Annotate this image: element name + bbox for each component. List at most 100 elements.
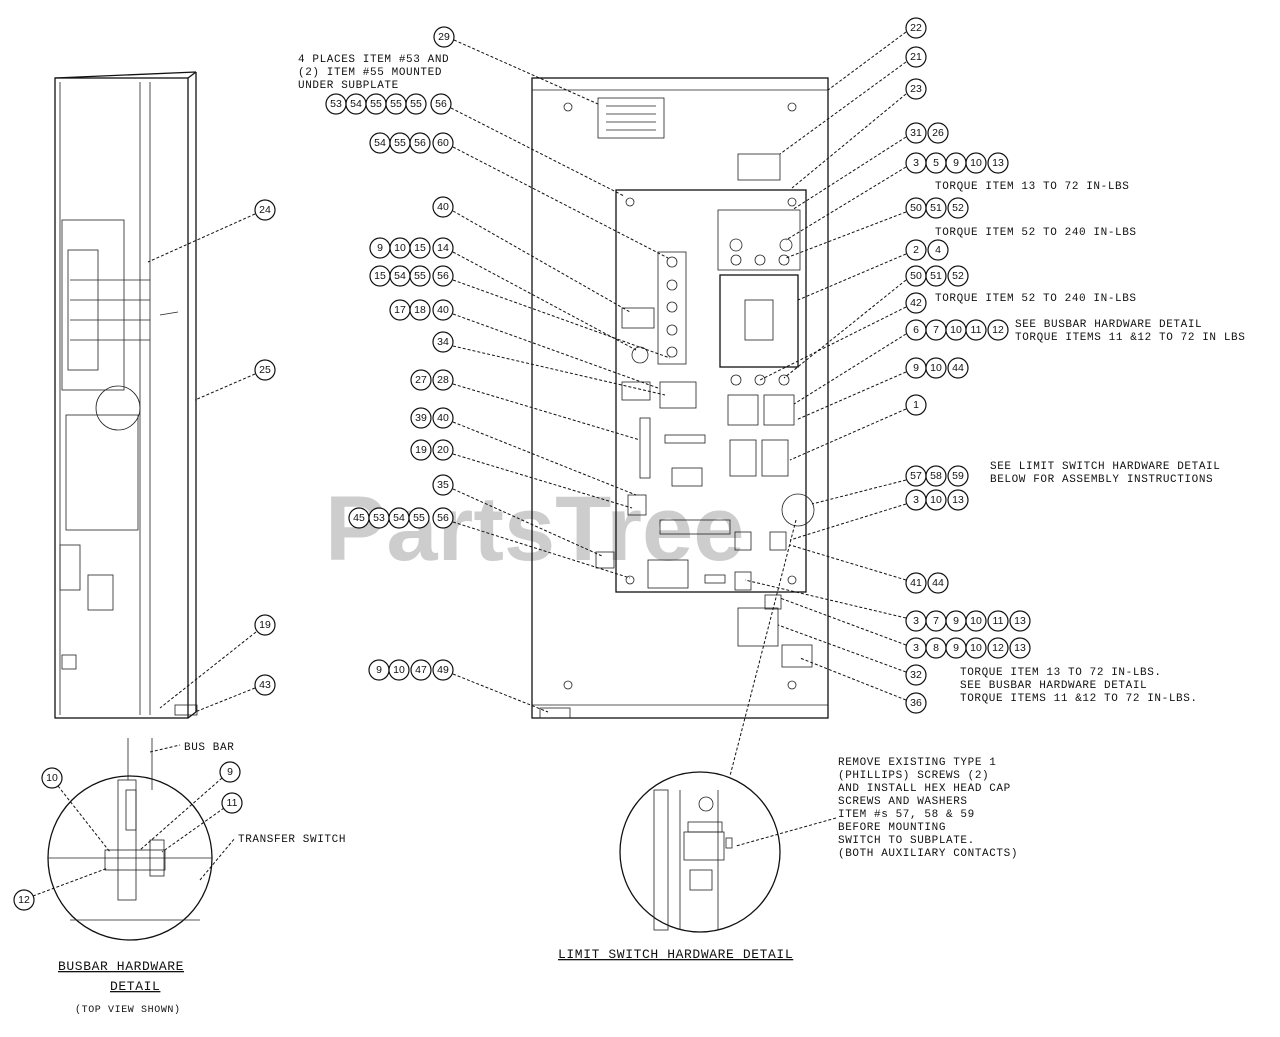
callout-row-50-52-b[interactable]: 50 51 52 xyxy=(905,265,969,287)
svg-text:17: 17 xyxy=(394,304,406,316)
svg-text:12: 12 xyxy=(18,894,30,906)
limit-switch-detail-title: LIMIT SWITCH HARDWARE DETAIL xyxy=(558,947,793,962)
callout-row-39-40[interactable]: 39 40 xyxy=(410,407,454,429)
svg-text:41: 41 xyxy=(910,577,922,589)
callout-row-19-20[interactable]: 19 20 xyxy=(410,439,454,461)
callout-row-57-59[interactable]: 57 58 59 xyxy=(905,465,969,487)
callout-row-54-60[interactable]: 54 55 56 60 xyxy=(369,132,454,154)
svg-text:55: 55 xyxy=(370,98,382,110)
svg-text:9: 9 xyxy=(953,157,959,169)
callout-row-2-4[interactable]: 2 4 xyxy=(905,239,949,261)
svg-text:12: 12 xyxy=(992,642,1004,654)
svg-text:9: 9 xyxy=(953,615,959,627)
callout-35[interactable]: 35 xyxy=(432,474,454,496)
svg-text:9: 9 xyxy=(376,664,382,676)
torque-note-bottom-3: TORQUE ITEMS 11 &12 TO 72 IN-LBS. xyxy=(960,693,1198,705)
svg-text:44: 44 xyxy=(952,362,964,374)
callout-21[interactable]: 21 xyxy=(905,46,927,68)
svg-text:21: 21 xyxy=(910,51,922,63)
svg-text:53: 53 xyxy=(330,98,342,110)
callout-detail-9[interactable]: 9 xyxy=(219,761,241,783)
callout-25[interactable]: 25 xyxy=(254,359,276,381)
callout-23[interactable]: 23 xyxy=(905,78,927,100)
svg-text:3: 3 xyxy=(913,157,919,169)
transfer-switch-label: TRANSFER SWITCH xyxy=(238,834,346,846)
callout-row-9-14[interactable]: 9 10 15 14 xyxy=(369,237,454,259)
svg-text:50: 50 xyxy=(910,202,922,214)
busbar-detail-title: BUSBAR HARDWARE xyxy=(58,959,184,974)
svg-text:11: 11 xyxy=(993,615,1004,627)
svg-text:52: 52 xyxy=(952,202,964,214)
svg-text:5: 5 xyxy=(933,157,939,169)
callout-row-6-12[interactable]: 6 7 10 11 12 xyxy=(905,319,1009,341)
callout-row-15-56[interactable]: 15 54 55 56 xyxy=(369,265,454,287)
svg-text:3: 3 xyxy=(913,494,919,506)
callout-row-41-44[interactable]: 41 44 xyxy=(905,572,949,594)
callout-22[interactable]: 22 xyxy=(905,17,927,39)
svg-text:13: 13 xyxy=(952,494,964,506)
busbar-detail-note-2: TORQUE ITEMS 11 &12 TO 72 IN LBS xyxy=(1015,332,1245,344)
watermark: PartsTree xyxy=(325,478,744,580)
torque-note-bottom-2: SEE BUSBAR HARDWARE DETAIL xyxy=(960,680,1147,692)
callout-detail-10[interactable]: 10 xyxy=(41,767,63,789)
svg-text:50: 50 xyxy=(910,270,922,282)
torque-note-bottom-1: TORQUE ITEM 13 TO 72 IN-LBS. xyxy=(960,667,1162,679)
svg-text:31: 31 xyxy=(910,127,922,139)
callout-32[interactable]: 32 xyxy=(905,664,927,686)
callout-row-3-13[interactable]: 3 5 9 10 13 xyxy=(905,152,1009,174)
svg-text:56: 56 xyxy=(435,98,447,110)
callout-40-a[interactable]: 40 xyxy=(432,196,454,218)
svg-text:32: 32 xyxy=(910,669,922,681)
remove-note-4: SCREWS AND WASHERS xyxy=(838,796,968,808)
remove-note-7: SWITCH TO SUBPLATE. xyxy=(838,835,975,847)
callout-19[interactable]: 19 xyxy=(254,614,276,636)
callout-row-31-26[interactable]: 31 26 xyxy=(905,122,949,144)
callout-36[interactable]: 36 xyxy=(905,692,927,714)
callout-row-3-13-b[interactable]: 3 10 13 xyxy=(905,489,969,511)
callout-24[interactable]: 24 xyxy=(254,199,276,221)
front-view-enclosure xyxy=(531,77,829,719)
svg-text:18: 18 xyxy=(414,304,426,316)
svg-text:19: 19 xyxy=(259,619,271,631)
remove-note-3: AND INSTALL HEX HEAD CAP xyxy=(838,783,1011,795)
svg-text:57: 57 xyxy=(910,470,922,482)
svg-text:56: 56 xyxy=(437,270,449,282)
callout-row-45-56[interactable]: 45 53 54 55 56 xyxy=(348,507,454,529)
remove-note-8: (BOTH AUXILIARY CONTACTS) xyxy=(838,848,1018,860)
callout-detail-11[interactable]: 11 xyxy=(221,792,243,814)
svg-text:40: 40 xyxy=(437,201,449,213)
callout-29[interactable]: 29 xyxy=(433,26,455,48)
callout-42[interactable]: 42 xyxy=(905,292,927,314)
callout-row-17-40[interactable]: 17 18 40 xyxy=(389,299,454,321)
svg-text:10: 10 xyxy=(394,242,406,254)
limit-switch-detail xyxy=(619,771,781,933)
svg-text:10: 10 xyxy=(970,615,982,627)
limit-switch-note-1: SEE LIMIT SWITCH HARDWARE DETAIL xyxy=(990,461,1220,473)
svg-text:13: 13 xyxy=(1014,642,1026,654)
side-view-enclosure xyxy=(54,71,197,719)
svg-text:9: 9 xyxy=(913,362,919,374)
svg-text:39: 39 xyxy=(415,412,427,424)
callout-row-27-28[interactable]: 27 28 xyxy=(410,369,454,391)
svg-text:55: 55 xyxy=(413,512,425,524)
svg-text:6: 6 xyxy=(913,324,919,336)
svg-text:10: 10 xyxy=(970,157,982,169)
svg-text:7: 7 xyxy=(933,615,939,627)
busbar-detail-title-2: DETAIL xyxy=(110,979,160,994)
bus-bar-label: BUS BAR xyxy=(184,742,234,754)
callout-34[interactable]: 34 xyxy=(432,331,454,353)
callout-43[interactable]: 43 xyxy=(254,674,276,696)
remove-note-6: BEFORE MOUNTING xyxy=(838,822,946,834)
callout-row-3-13-d[interactable]: 3 8 9 10 12 13 xyxy=(905,637,1031,659)
callout-row-50-52[interactable]: 50 51 52 xyxy=(905,197,969,219)
callout-row-53-56[interactable]: 53 54 55 55 55 56 xyxy=(325,93,452,115)
svg-text:14: 14 xyxy=(437,242,449,254)
callout-detail-12[interactable]: 12 xyxy=(13,889,35,911)
svg-text:2: 2 xyxy=(913,244,919,256)
callout-row-9-44[interactable]: 9 10 44 xyxy=(905,357,969,379)
callout-1[interactable]: 1 xyxy=(905,394,927,416)
svg-text:54: 54 xyxy=(374,137,386,149)
callout-row-9-49[interactable]: 9 10 47 49 xyxy=(368,659,454,681)
callout-row-3-13-c[interactable]: 3 7 9 10 11 13 xyxy=(905,610,1031,632)
